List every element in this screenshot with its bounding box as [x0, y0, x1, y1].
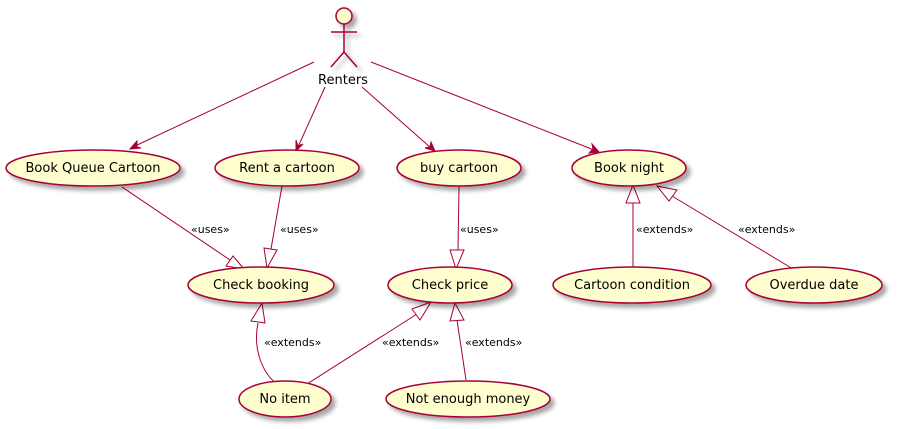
use-case-label: buy cartoon: [420, 161, 498, 176]
stick-figure-actor-icon: [330, 7, 358, 68]
use-case-check-price[interactable]: Check price: [387, 266, 513, 304]
use-case-label: Check booking: [213, 278, 309, 293]
label-extends-2: «extends»: [738, 223, 795, 236]
use-case-label: Rent a cartoon: [239, 161, 335, 176]
use-case-check-booking[interactable]: Check booking: [187, 266, 335, 304]
use-case-label: Book night: [594, 161, 664, 176]
use-case-label: Not enough money: [406, 392, 531, 407]
actor-renters[interactable]: Renters: [318, 7, 368, 88]
use-case-label: No item: [259, 392, 310, 407]
use-case-label: Book Queue Cartoon: [26, 161, 161, 176]
use-case-label: Check price: [412, 278, 488, 293]
use-case-book-queue-cartoon[interactable]: Book Queue Cartoon: [5, 149, 181, 187]
use-case-overdue-date[interactable]: Overdue date: [745, 266, 883, 304]
label-extends-5: «extends»: [465, 336, 522, 349]
use-case-buy-cartoon[interactable]: buy cartoon: [396, 149, 522, 187]
label-uses-2: «uses»: [280, 223, 319, 236]
relation-edges: [121, 183, 794, 385]
use-case-label: Overdue date: [770, 278, 859, 293]
use-case-rent-a-cartoon[interactable]: Rent a cartoon: [214, 149, 360, 187]
association-edges: [128, 61, 601, 154]
label-extends-4: «extends»: [382, 336, 439, 349]
label-extends-3: «extends»: [264, 336, 321, 349]
actor-label: Renters: [318, 73, 368, 88]
use-case-cartoon-condition[interactable]: Cartoon condition: [552, 266, 712, 304]
use-case-label: Cartoon condition: [574, 278, 690, 293]
use-case-book-night[interactable]: Book night: [571, 149, 687, 187]
label-extends-1: «extends»: [636, 223, 693, 236]
use-case-not-enough-money[interactable]: Not enough money: [385, 380, 551, 418]
label-uses-3: «uses»: [460, 223, 499, 236]
use-case-no-item[interactable]: No item: [238, 380, 332, 418]
label-uses-1: «uses»: [191, 223, 230, 236]
relation-labels: «uses» «uses» «uses» «extends» «extends»…: [191, 223, 795, 349]
